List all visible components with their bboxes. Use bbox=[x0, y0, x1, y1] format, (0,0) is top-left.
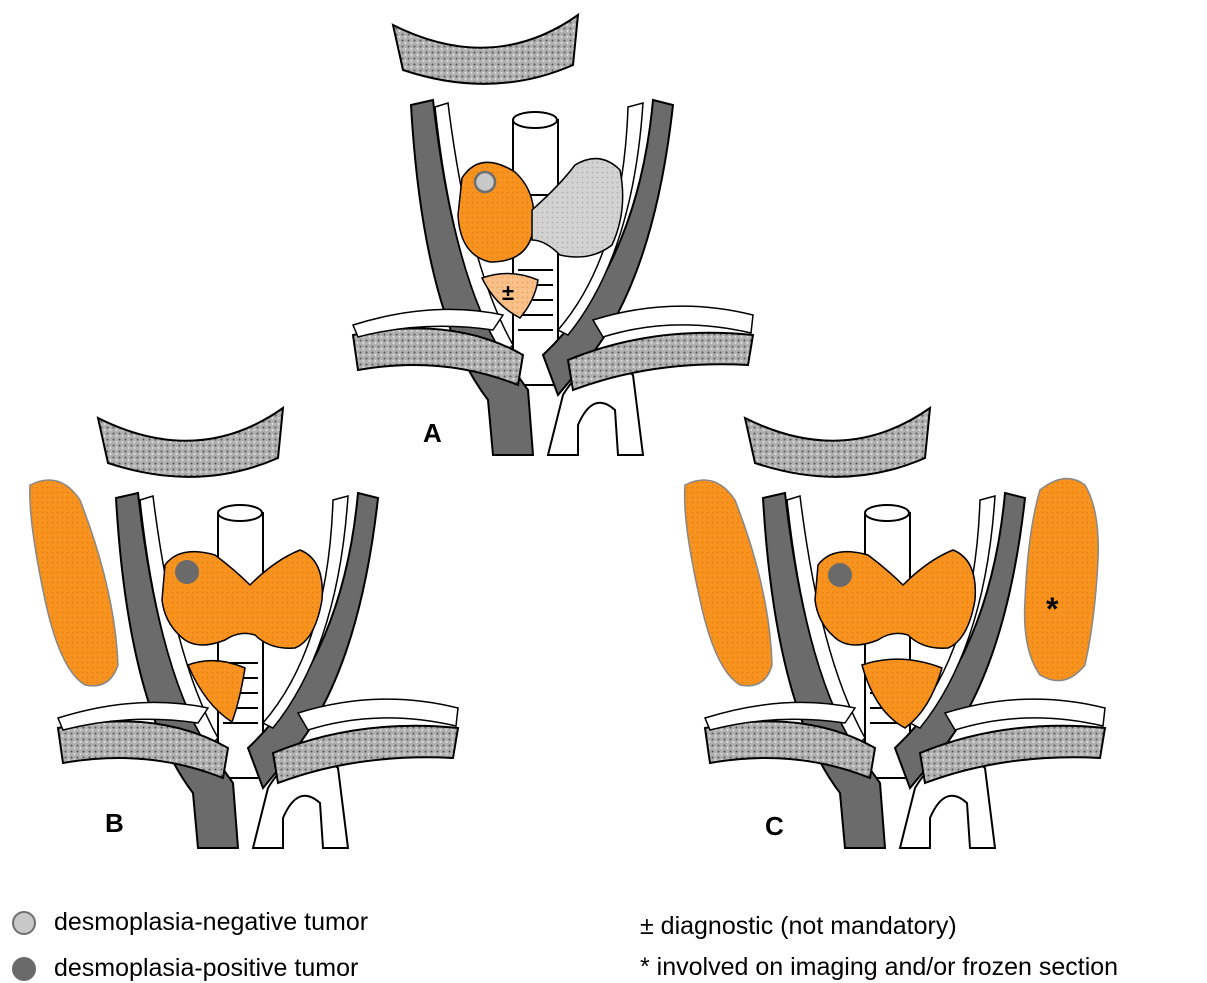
panel-label-b: B bbox=[105, 808, 124, 838]
legend-involved-label: * involved on imaging and/or frozen sect… bbox=[640, 953, 1118, 981]
plus-minus-marker: ± bbox=[502, 280, 514, 305]
lateral-compartment-left bbox=[30, 480, 118, 686]
desmoplasia-negative-dot-icon bbox=[12, 911, 36, 935]
lateral-compartment-left bbox=[685, 480, 772, 686]
legend-negative-label: desmoplasia-negative tumor bbox=[54, 908, 368, 936]
legend-diagnostic-note: ± diagnostic (not mandatory) bbox=[640, 912, 957, 941]
panel-label-a: A bbox=[423, 418, 442, 448]
asterisk-marker: * bbox=[1046, 591, 1059, 627]
panel-b: B bbox=[30, 408, 458, 848]
panel-c: * C bbox=[685, 408, 1105, 848]
legend-positive-label: desmoplasia-positive tumor bbox=[54, 954, 358, 982]
legend-diagnostic-label: ± diagnostic (not mandatory) bbox=[640, 912, 957, 940]
legend-positive-tumor: desmoplasia-positive tumor bbox=[12, 954, 358, 983]
legend-negative-tumor: desmoplasia-negative tumor bbox=[12, 908, 368, 937]
legend-involved-note: * involved on imaging and/or frozen sect… bbox=[640, 953, 1118, 982]
lateral-compartment-right bbox=[1025, 479, 1099, 681]
desmoplasia-negative-tumor-marker bbox=[475, 172, 495, 192]
panel-label-c: C bbox=[765, 811, 784, 841]
desmoplasia-positive-tumor-marker bbox=[829, 564, 851, 586]
panel-a: ± A bbox=[353, 15, 753, 455]
desmoplasia-positive-dot-icon bbox=[12, 957, 36, 981]
desmoplasia-positive-tumor-marker bbox=[176, 561, 198, 583]
